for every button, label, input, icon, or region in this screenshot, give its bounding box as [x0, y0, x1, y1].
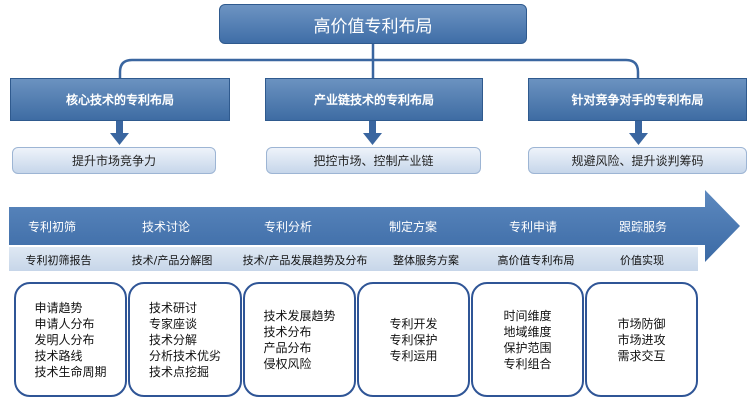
arrow-down-icon: [369, 121, 376, 135]
detail-box-tech-discussion: 技术研讨 专家座谈 技术分解 分析技术优劣 技术点挖掘: [128, 282, 242, 397]
arrow-down-icon: [116, 121, 123, 135]
deliverables-band: [9, 247, 698, 271]
category-core-tech: 核心技术的专利布局: [10, 78, 230, 121]
detail-box-initial-screening: 申请趋势 申请人分布 发明人分布 技术路线 技术生命周期: [14, 282, 127, 397]
detail-item: 专利组合: [503, 356, 552, 371]
stage-deliverable: 技术/产品分解图: [131, 254, 213, 267]
detail-item: 地域维度: [503, 324, 552, 339]
goal-competitor: 规避风险、提升谈判筹码: [528, 147, 747, 174]
stage-deliverable: 价值实现: [620, 254, 664, 267]
stage-label: 跟踪服务: [618, 220, 667, 234]
detail-box-tracking-service: 市场防御 市场进攻 需求交互: [585, 282, 698, 397]
page-title: 高价值专利布局: [219, 4, 527, 44]
detail-item: 产品分布: [263, 340, 312, 355]
detail-box-plan: 专利开发 专利保护 专利运用: [357, 282, 470, 397]
detail-item: 需求交互: [617, 348, 666, 363]
arrow-down-icon: [629, 133, 648, 145]
detail-item: 申请人分布: [34, 316, 95, 331]
detail-box-patent-analysis: 技术发展趋势 技术分布 产品分布 侵权风险: [243, 282, 356, 397]
detail-box-patent-application: 时间维度 地域维度 保护范围 专利组合: [471, 282, 584, 397]
detail-item: 市场进攻: [617, 332, 666, 347]
detail-item: 技术分解: [148, 332, 197, 347]
detail-item: 技术点挖掘: [148, 364, 209, 379]
arrow-down-icon: [363, 133, 382, 145]
detail-item: 市场防御: [617, 316, 666, 331]
detail-item: 专利保护: [389, 332, 438, 347]
detail-item: 申请趋势: [34, 300, 83, 315]
detail-item: 侵权风险: [263, 356, 312, 371]
stage-deliverable: 整体服务方案: [393, 254, 459, 267]
detail-item: 技术路线: [34, 348, 83, 363]
detail-item: 专利运用: [389, 348, 438, 363]
detail-item: 专利开发: [389, 316, 438, 331]
detail-item: 技术发展趋势: [263, 308, 336, 323]
stage-deliverable: 专利初筛报告: [25, 254, 92, 267]
title-bracket: [118, 44, 640, 78]
category-goal-arrows: [110, 121, 648, 145]
stage-label: 制定方案: [388, 220, 437, 234]
category-competitor: 针对竞争对手的专利布局: [528, 78, 747, 121]
arrow-down-icon: [110, 133, 129, 145]
stage-label: 专利初筛: [27, 220, 76, 234]
goal-core-tech: 提升市场竞争力: [12, 147, 216, 174]
arrow-down-icon: [635, 121, 642, 135]
detail-item: 时间维度: [503, 308, 552, 323]
detail-item: 技术研讨: [148, 300, 197, 315]
detail-item: 保护范围: [503, 340, 552, 355]
category-industry-chain: 产业链技术的专利布局: [265, 78, 483, 121]
stage-deliverable: 高价值专利布局: [497, 254, 575, 267]
goal-industry-chain: 把控市场、控制产业链: [266, 147, 481, 174]
detail-item: 分析技术优劣: [148, 348, 221, 363]
stage-label: 专利分析: [263, 220, 312, 234]
stage-label: 专利申请: [508, 220, 557, 234]
stage-label: 技术讨论: [141, 220, 190, 234]
detail-item: 发明人分布: [34, 332, 95, 347]
detail-item: 技术生命周期: [34, 364, 107, 379]
detail-item: 技术分布: [263, 324, 312, 339]
detail-item: 专家座谈: [148, 316, 197, 331]
stage-deliverable: 技术/产品发展趋势及分布: [242, 254, 368, 267]
process-arrow: [9, 190, 740, 262]
